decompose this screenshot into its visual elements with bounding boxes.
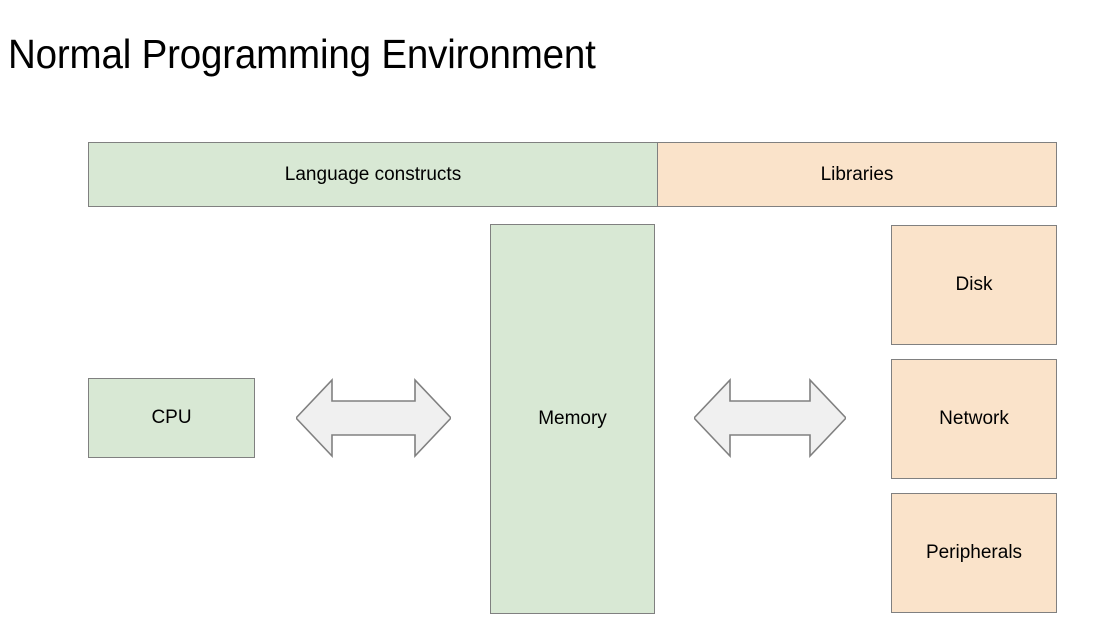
block-memory[interactable]: Memory bbox=[490, 224, 655, 614]
block-cpu-label: CPU bbox=[151, 407, 192, 428]
double-arrow-icon-cpu-memory bbox=[296, 377, 451, 459]
block-memory-label: Memory bbox=[538, 408, 607, 429]
block-language-constructs-label: Language constructs bbox=[284, 163, 462, 185]
block-peripherals-label: Peripherals bbox=[925, 542, 1023, 563]
block-disk[interactable]: Disk bbox=[891, 225, 1057, 345]
page-title: Normal Programming Environment bbox=[8, 31, 596, 77]
block-cpu[interactable]: CPU bbox=[88, 378, 255, 458]
block-disk-label: Disk bbox=[955, 274, 993, 295]
block-libraries[interactable]: Libraries bbox=[657, 142, 1057, 207]
block-peripherals[interactable]: Peripherals bbox=[891, 493, 1057, 613]
double-arrow-icon-memory-io bbox=[694, 377, 846, 459]
block-network-label: Network bbox=[939, 408, 1009, 429]
block-language-constructs[interactable]: Language constructs bbox=[88, 142, 658, 207]
block-network[interactable]: Network bbox=[891, 359, 1057, 479]
block-libraries-label: Libraries bbox=[820, 163, 894, 185]
